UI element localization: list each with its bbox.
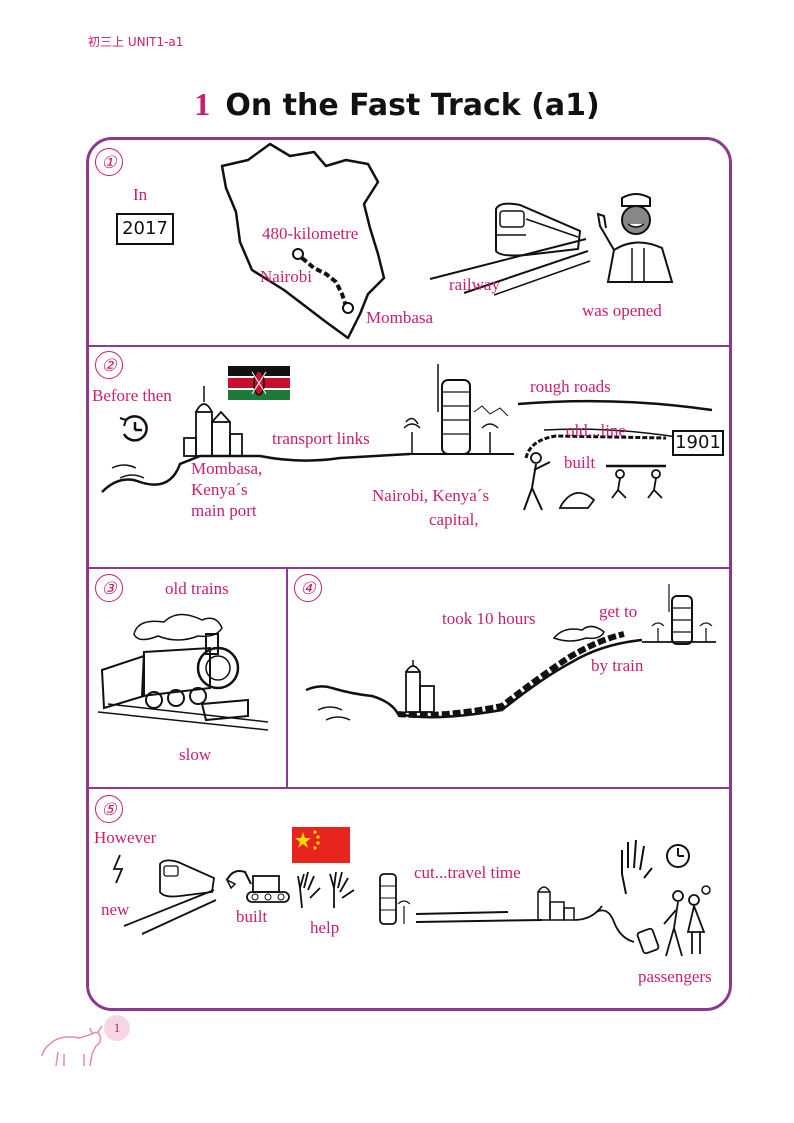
kenya-flag-icon xyxy=(228,366,290,400)
road-and-workers-icon xyxy=(517,399,713,511)
label-nairobi-map: Nairobi xyxy=(260,267,312,286)
label-new: new xyxy=(101,900,130,919)
city-to-town-icon xyxy=(379,873,603,925)
lesson-number: 1 xyxy=(194,86,211,122)
history-clock-icon xyxy=(119,415,148,442)
man-waving-icon xyxy=(596,193,674,283)
label-built-p5: built xyxy=(236,907,268,926)
steam-train-icon xyxy=(97,613,269,731)
page-title: 1 On the Fast Track (a1) xyxy=(0,86,794,123)
year-1901: 1901 xyxy=(672,430,724,456)
label-was-opened: was opened xyxy=(582,301,662,320)
story-frame xyxy=(86,137,732,1011)
lightning-icon xyxy=(112,854,124,884)
label-however: However xyxy=(94,828,157,847)
new-train-icon xyxy=(123,859,217,935)
page-number: 1 xyxy=(104,1015,130,1041)
label-railway: railway xyxy=(449,275,500,294)
nairobi-skyline-icon xyxy=(403,364,514,455)
label-old-line: old...line xyxy=(566,421,626,440)
label-cut-travel-time: cut...travel time xyxy=(414,863,521,882)
lesson-title: On the Fast Track (a1) xyxy=(225,88,600,123)
label-nairobi-kenyas: Nairobi, Kenya´s xyxy=(372,486,490,505)
label-rough-roads: rough roads xyxy=(530,377,611,396)
china-flag-icon xyxy=(292,827,350,863)
label-took-10-hours: took 10 hours xyxy=(442,609,536,628)
label-passengers: passengers xyxy=(638,967,712,986)
ox-icon xyxy=(41,1025,103,1067)
coastline-town-icon xyxy=(101,386,411,493)
modern-train-icon xyxy=(429,202,591,296)
panel-4-marker: ④ xyxy=(294,574,322,602)
panel-3-marker: ③ xyxy=(95,574,123,602)
passengers-icon xyxy=(595,885,711,957)
label-transport-links: transport links xyxy=(272,429,370,448)
header-label: 初三上 UNIT1-a1 xyxy=(88,35,184,49)
panel-2-marker: ② xyxy=(95,351,123,379)
panel-1-in: In xyxy=(133,185,148,204)
label-480-kilometre: 480-kilometre xyxy=(262,224,359,243)
label-slow: slow xyxy=(179,745,212,764)
divider-3 xyxy=(89,787,731,789)
panel-5-marker: ⑤ xyxy=(95,795,123,823)
label-mombasa-map: Mombasa xyxy=(366,308,434,327)
panel-1-marker: ① xyxy=(95,148,123,176)
label-built-p2: built xyxy=(564,453,596,472)
label-kenyas: Kenya´s xyxy=(191,480,248,499)
kenya-map-icon xyxy=(220,142,386,340)
year-2017: 2017 xyxy=(116,213,174,245)
divider-2 xyxy=(89,567,731,569)
label-before-then: Before then xyxy=(92,386,172,405)
label-main-port: main port xyxy=(191,501,257,520)
label-old-trains: old trains xyxy=(165,579,229,598)
helping-hands-icon xyxy=(297,871,355,909)
divider-1 xyxy=(89,345,731,347)
hand-and-clock-icon xyxy=(621,839,690,895)
label-mombasa: Mombasa, xyxy=(191,459,263,478)
journey-route-icon xyxy=(305,584,716,721)
label-by-train: by train xyxy=(591,656,644,675)
label-get-to: get to xyxy=(599,602,638,621)
label-help: help xyxy=(310,918,340,937)
excavator-icon xyxy=(225,870,290,903)
label-capital: capital, xyxy=(429,510,479,529)
divider-vertical xyxy=(286,568,288,788)
